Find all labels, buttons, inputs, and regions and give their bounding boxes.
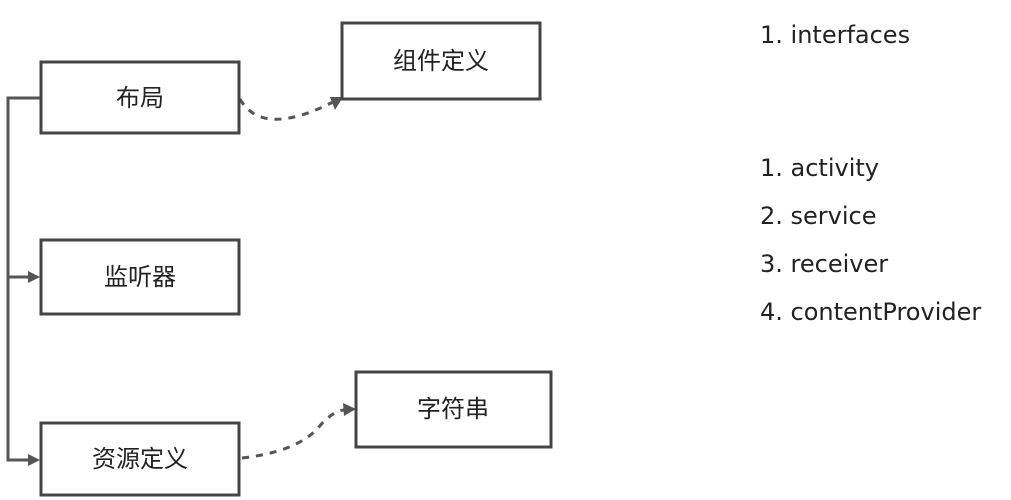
connectors (6, 96, 356, 466)
connector-layout-trunk (6, 96, 41, 462)
list-item: 4. contentProvider (760, 298, 982, 326)
node-resource-definition-label: 资源定义 (92, 445, 188, 473)
arrow-head-component-definition (330, 97, 343, 110)
connector-layout-to-component-definition (238, 98, 334, 121)
arrow-head-resource-definition (28, 454, 40, 466)
node-string-label: 字符串 (417, 395, 489, 423)
list-item: 3. receiver (760, 250, 889, 278)
node-layout[interactable]: 布局 (39, 60, 241, 135)
list-item: 2. service (760, 202, 877, 230)
node-listener[interactable]: 监听器 (39, 238, 241, 316)
arrow-head-string (343, 403, 356, 416)
interfaces-list: 1. interfaces (760, 11, 910, 59)
node-string[interactable]: 字符串 (354, 370, 553, 449)
node-layout-label: 布局 (116, 84, 164, 112)
node-listener-label: 监听器 (104, 263, 176, 291)
list-item: 1. activity (760, 154, 879, 182)
connector-resource-to-string (241, 408, 345, 460)
arrow-head-listener (28, 271, 40, 283)
components-list: 1. activity 2. service 3. receiver 4. co… (760, 144, 981, 336)
node-component-definition-label: 组件定义 (393, 47, 489, 75)
node-component-definition[interactable]: 组件定义 (340, 21, 542, 101)
node-resource-definition[interactable]: 资源定义 (39, 421, 241, 497)
list-item: 1. interfaces (760, 21, 911, 49)
